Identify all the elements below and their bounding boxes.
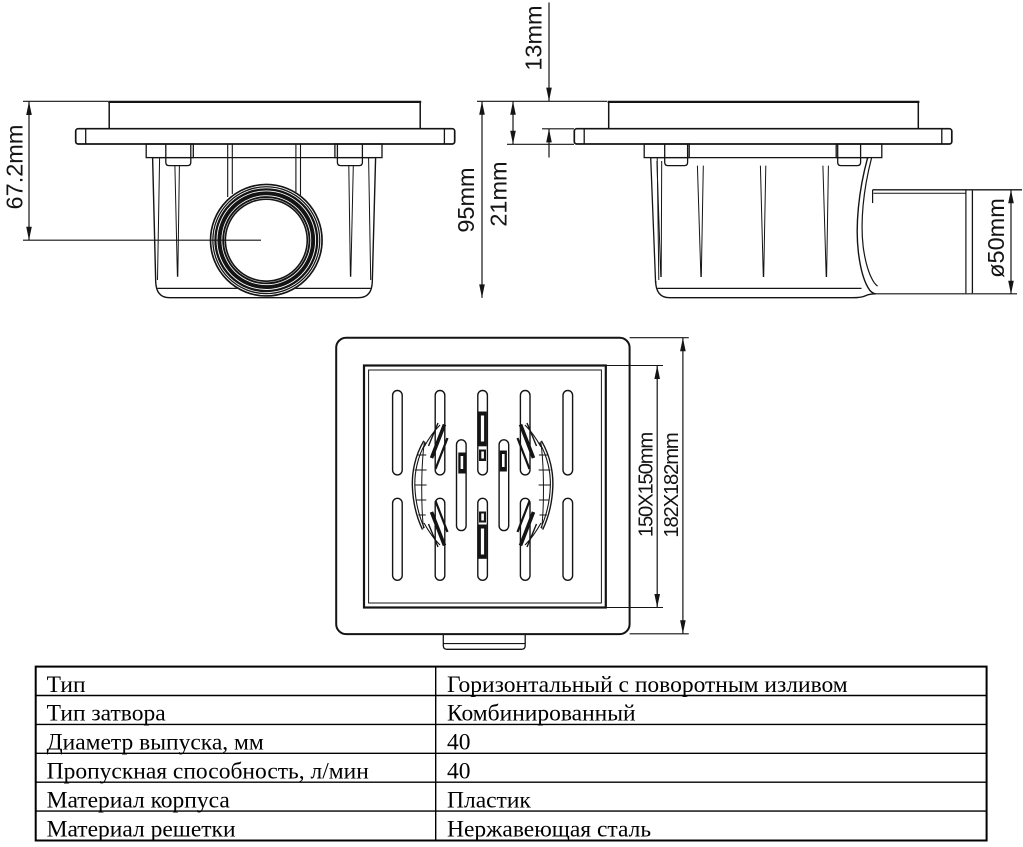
svg-text:67.2mm: 67.2mm [2, 125, 28, 210]
svg-text:ø50mm: ø50mm [983, 198, 1009, 278]
svg-text:150X150mm: 150X150mm [636, 433, 658, 537]
svg-text:Диаметр выпуска, мм: Диаметр выпуска, мм [47, 730, 264, 756]
svg-text:Пропускная способность, л/мин: Пропускная способность, л/мин [47, 759, 370, 785]
svg-text:Тип: Тип [47, 672, 86, 698]
svg-text:Материал корпуса: Материал корпуса [47, 787, 231, 813]
svg-text:13mm: 13mm [521, 5, 547, 70]
svg-text:Пластик: Пластик [447, 787, 531, 813]
svg-text:Материал решетки: Материал решетки [47, 816, 236, 842]
svg-text:21mm: 21mm [486, 161, 512, 226]
svg-text:40: 40 [447, 759, 471, 785]
svg-text:182X182mm: 182X182mm [661, 433, 683, 537]
svg-text:Комбинированный: Комбинированный [447, 701, 636, 727]
svg-text:Нержавеющая сталь: Нержавеющая сталь [447, 816, 651, 842]
svg-text:40: 40 [447, 730, 471, 756]
svg-text:Тип затвора: Тип затвора [47, 701, 167, 727]
svg-text:95mm: 95mm [453, 167, 479, 232]
svg-text:Горизонтальный с поворотным из: Горизонтальный с поворотным изливом [447, 672, 848, 698]
